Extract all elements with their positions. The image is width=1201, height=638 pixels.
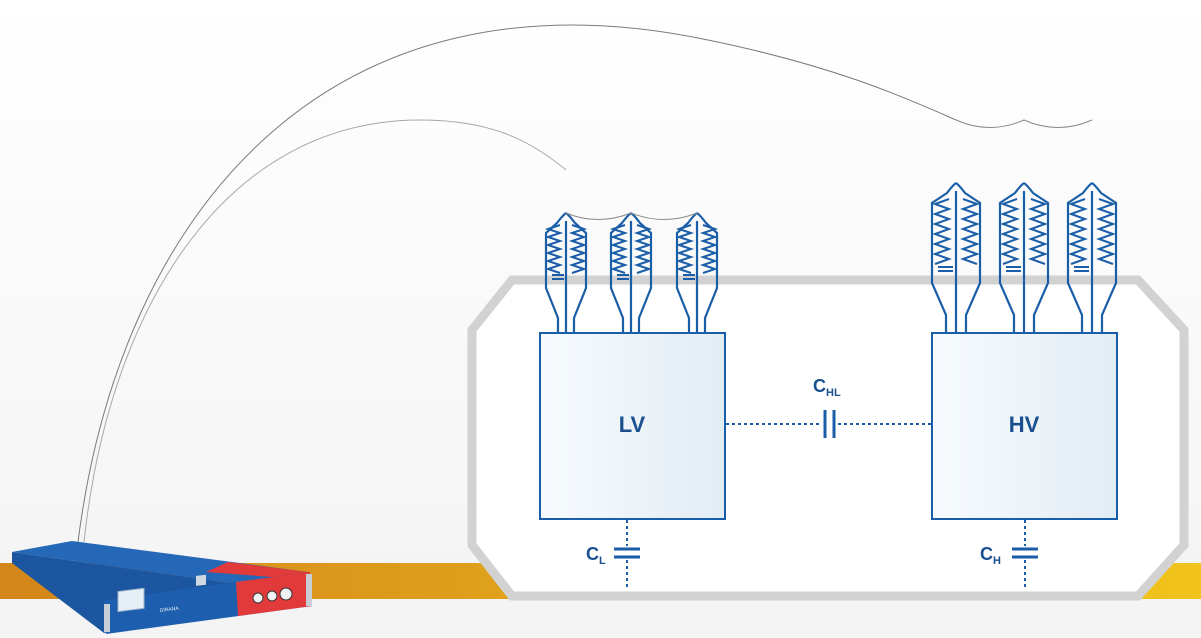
device-handle-left bbox=[104, 604, 110, 632]
test-lead-lv bbox=[83, 119, 567, 543]
device-connector-3 bbox=[279, 587, 293, 601]
hv-bushing-top-link bbox=[955, 119, 1093, 128]
device-connector-1 bbox=[252, 592, 264, 604]
test-device: DIRANA bbox=[12, 541, 312, 634]
lv-winding-box bbox=[539, 332, 726, 520]
lv-label: LV bbox=[619, 412, 646, 437]
hv-winding-box bbox=[931, 332, 1118, 520]
c-l-capacitor bbox=[614, 547, 640, 559]
c-l-label: CL bbox=[586, 544, 606, 567]
c-h-label: CH bbox=[980, 544, 1001, 567]
c-h-capacitor bbox=[1012, 547, 1038, 559]
device-power-switch bbox=[196, 574, 206, 586]
device-top bbox=[12, 541, 308, 586]
device-handle-right bbox=[306, 574, 312, 606]
device-port-panel bbox=[117, 587, 145, 613]
hv-label: HV bbox=[1009, 412, 1040, 437]
device-brand-label: DIRANA bbox=[160, 606, 180, 614]
device-connector-2 bbox=[266, 590, 278, 602]
test-lead-hv bbox=[77, 24, 957, 543]
c-hl-capacitor bbox=[823, 410, 836, 438]
lv-bushing-link bbox=[565, 212, 698, 220]
device-top-red bbox=[206, 562, 308, 578]
c-hl-label: CHL bbox=[813, 376, 841, 399]
